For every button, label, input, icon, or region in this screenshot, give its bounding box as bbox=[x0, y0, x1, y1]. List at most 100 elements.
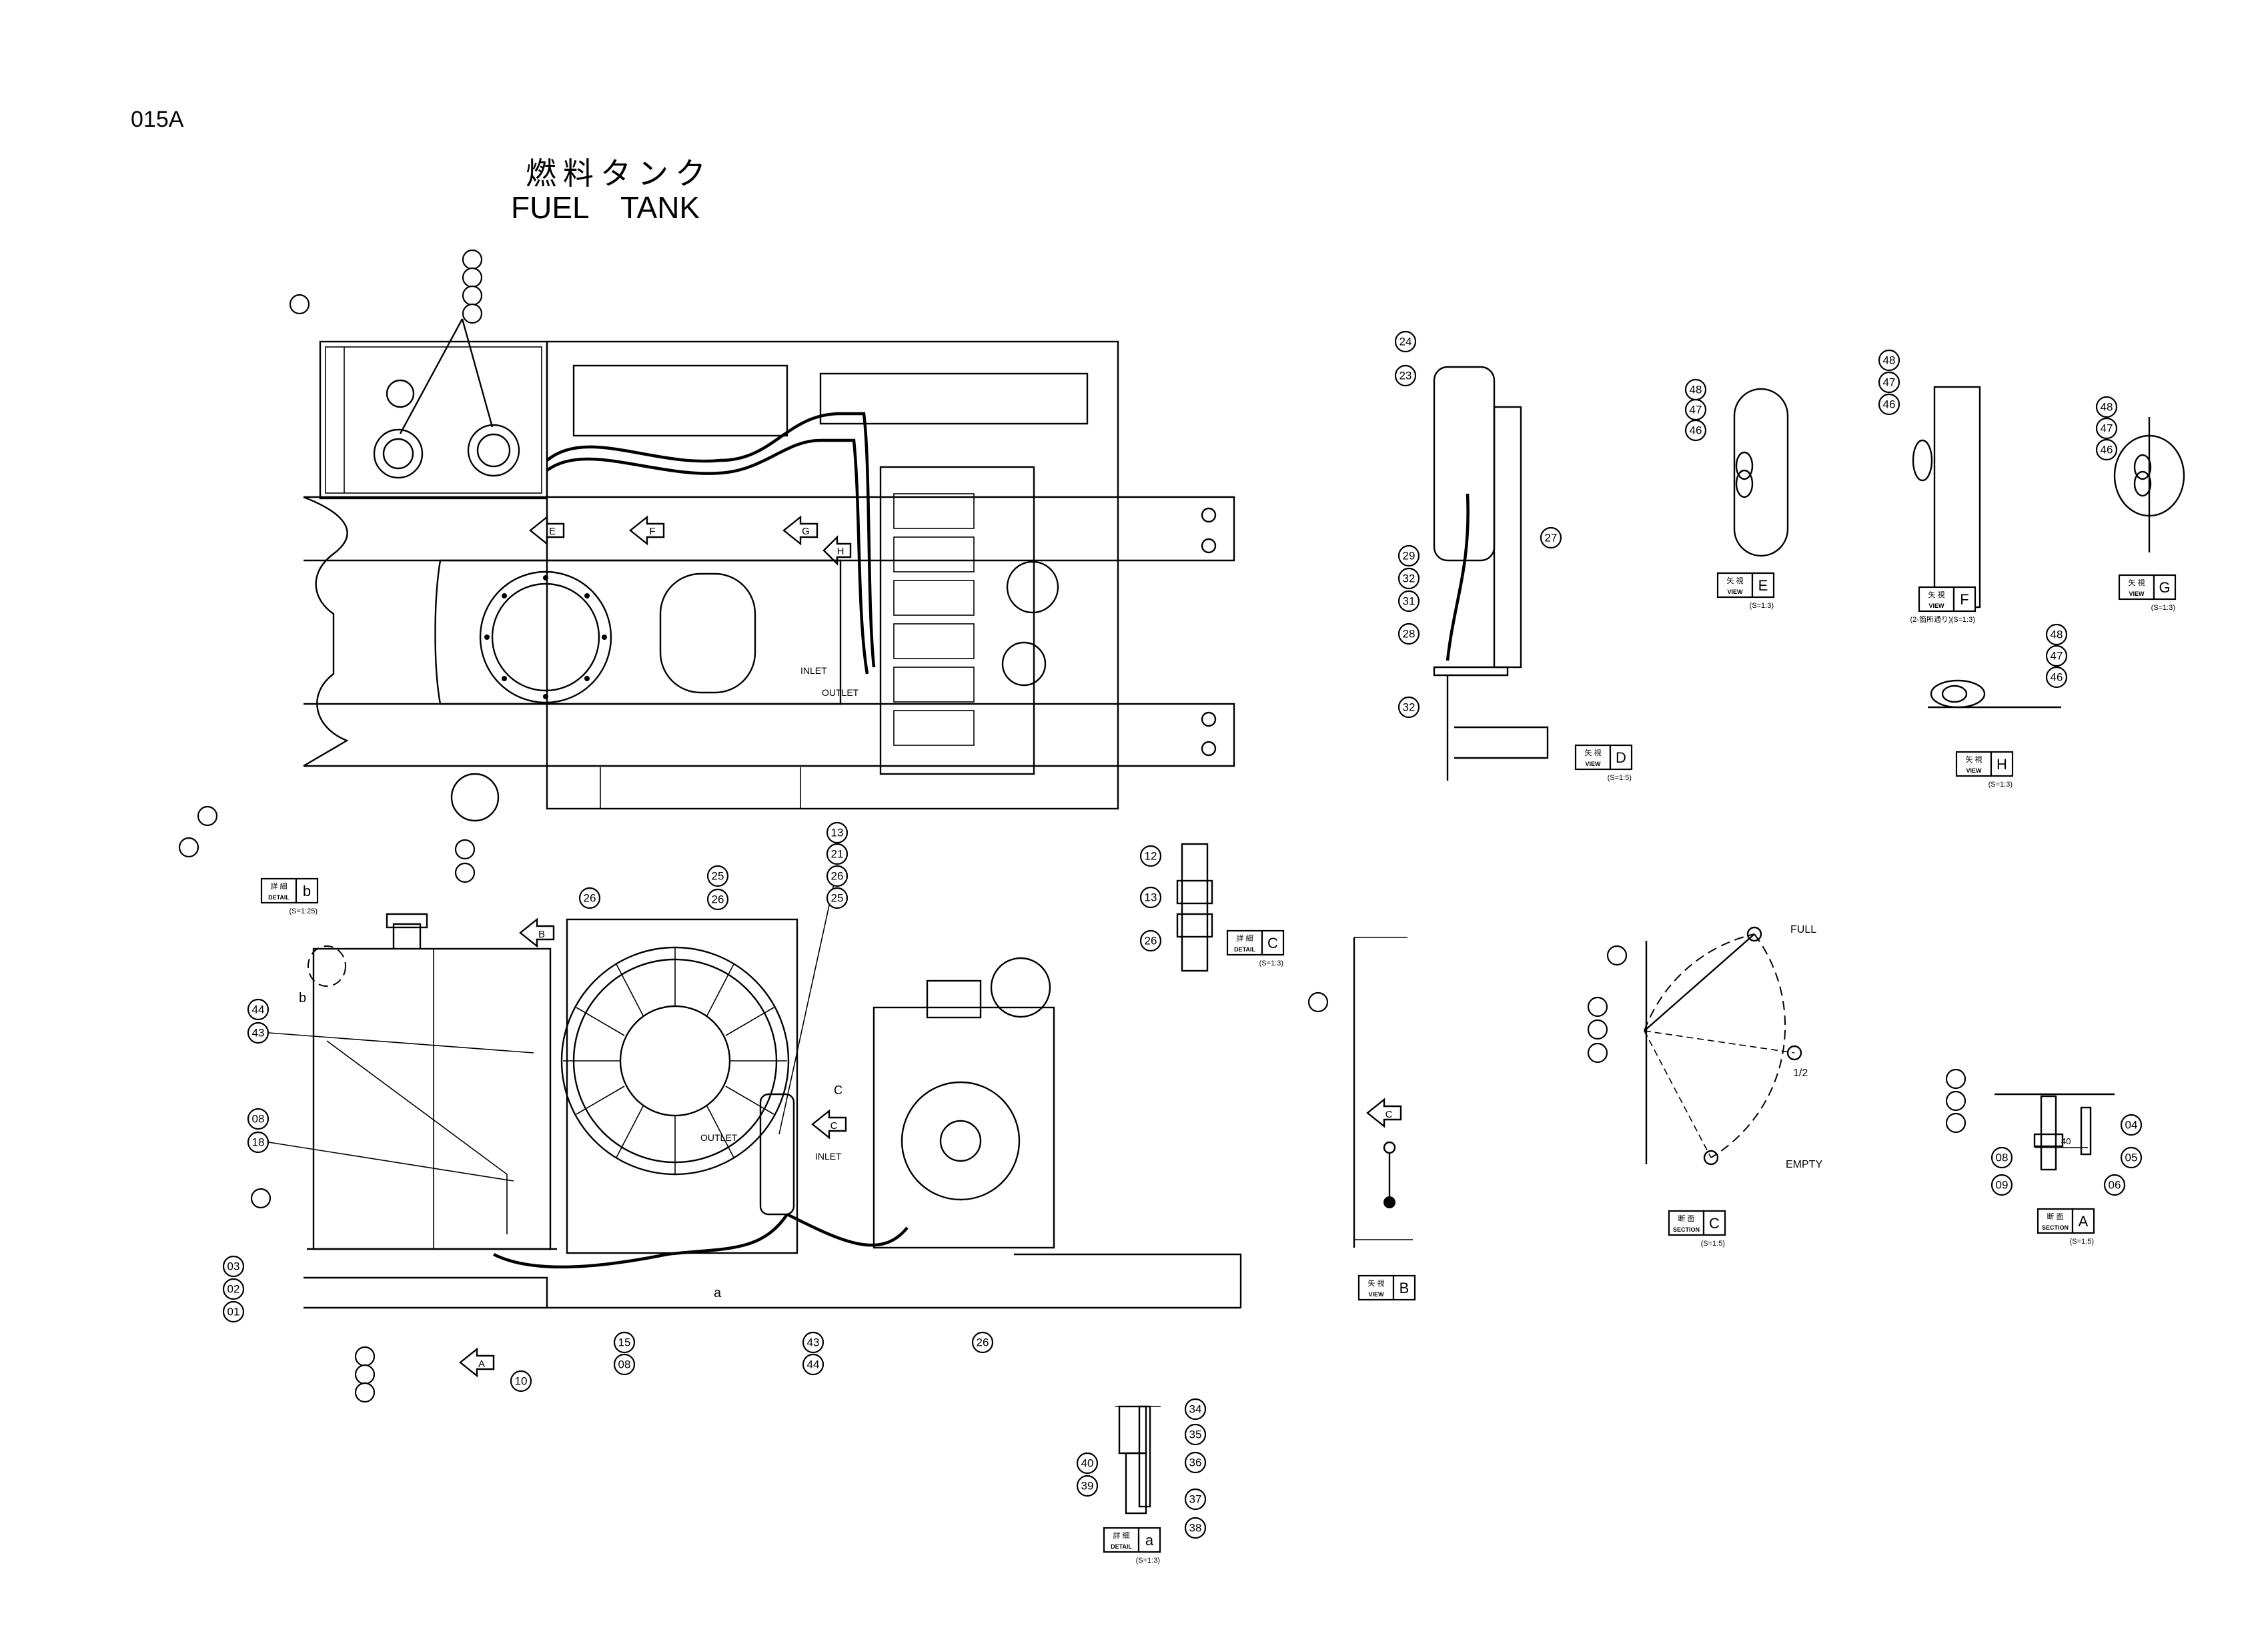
view-arrow-b: B bbox=[519, 917, 555, 948]
side-elevation-view: b OUTLET INLET A B bbox=[268, 868, 1242, 1378]
part-balloon: 05 bbox=[2120, 1146, 2143, 1169]
tag-jp-text: 断 面 bbox=[1678, 1214, 1694, 1223]
tank-port-1 bbox=[373, 428, 424, 479]
part-balloon: 44 bbox=[802, 1353, 824, 1376]
fuel-hose-side bbox=[492, 1213, 788, 1269]
svg-text:21: 21 bbox=[831, 848, 844, 861]
view-arrow-c-side: C bbox=[811, 1109, 847, 1140]
part-balloon: 06 bbox=[2103, 1174, 2126, 1196]
detail-c-fitting bbox=[1176, 843, 1213, 972]
svg-text:37: 37 bbox=[1189, 1493, 1202, 1506]
svg-text:13: 13 bbox=[1145, 891, 1157, 904]
svg-text:05: 05 bbox=[2125, 1152, 2138, 1164]
part-balloon: 08 bbox=[247, 1108, 269, 1130]
drawing-title-english: FUEL TANK bbox=[511, 190, 700, 225]
svg-text:F: F bbox=[649, 526, 655, 537]
svg-text:B: B bbox=[538, 929, 545, 940]
tag-letter-text: E bbox=[1758, 577, 1768, 594]
part-balloon: 48 bbox=[2095, 396, 2118, 418]
svg-text:H: H bbox=[837, 546, 844, 557]
svg-text:26: 26 bbox=[831, 870, 844, 883]
part-balloon: 40 bbox=[1076, 1452, 1099, 1475]
tag-letter-text: b bbox=[303, 883, 311, 899]
float-arc bbox=[1644, 933, 1755, 1032]
balloons-view-h: 48 47 46 bbox=[2045, 623, 2068, 689]
part-balloon: 02 bbox=[222, 1278, 245, 1300]
part-balloon: 26 bbox=[1139, 929, 1162, 952]
part-balloon: 25 bbox=[706, 865, 729, 887]
outlet-label-side: OUTLET bbox=[700, 1132, 738, 1143]
tag-type-text: VIEW bbox=[1966, 767, 1982, 774]
tag-scale-text: (S=1:25) bbox=[290, 907, 318, 915]
tank-filler-neck bbox=[392, 923, 422, 949]
view-g-clamp bbox=[2113, 417, 2185, 552]
gauge-half-label: 1/2 bbox=[1793, 1068, 1808, 1079]
tank-internal-baffle bbox=[326, 1040, 508, 1234]
upper-structure-outline bbox=[546, 340, 1119, 810]
view-f-clamp bbox=[1912, 386, 1981, 608]
view-h-clamp bbox=[1928, 679, 2061, 709]
tag-letter-text: a bbox=[1145, 1532, 1154, 1549]
turbocharger-plan bbox=[1006, 560, 1059, 614]
float-full bbox=[1746, 926, 1762, 942]
tag-jp-text: 矢 視 bbox=[1726, 576, 1743, 585]
section-c-gauge: FULL 1/2 EMPTY bbox=[1644, 924, 1822, 1170]
balloons-side-misc: 26 25 26 13 21 26 25 10 15 08 43 44 26 bbox=[510, 821, 994, 1392]
part-balloon: 48 bbox=[1684, 378, 1707, 401]
tank-port-2 bbox=[467, 424, 520, 477]
engine-plan bbox=[879, 466, 1035, 775]
svg-text:02: 02 bbox=[227, 1283, 240, 1296]
top-view-balloons bbox=[289, 249, 483, 324]
svg-text:34: 34 bbox=[1189, 1403, 1202, 1416]
cooling-module-plan bbox=[572, 364, 788, 437]
part-balloon: 48 bbox=[2045, 623, 2068, 646]
part-balloon: 13 bbox=[1139, 886, 1162, 909]
hose-fitting bbox=[1181, 843, 1209, 972]
tag-scale-text: (S=1:5) bbox=[2070, 1238, 2094, 1246]
tag-scale-text: (S=1:5) bbox=[1608, 774, 1632, 782]
drawing-title-japanese: 燃料タンク bbox=[526, 155, 712, 191]
drain-hose bbox=[1446, 493, 1470, 661]
part-balloon: 31 bbox=[1397, 590, 1420, 612]
tag-letter-text: A bbox=[2079, 1213, 2089, 1230]
fan-hub bbox=[619, 1005, 731, 1117]
svg-text:35: 35 bbox=[1189, 1428, 1202, 1441]
tag-letter-text: C bbox=[1709, 1215, 1720, 1232]
part-balloon: 04 bbox=[2120, 1114, 2143, 1136]
tag-jp-text: 詳 細 bbox=[1236, 933, 1253, 943]
radiator-frame bbox=[566, 918, 798, 1254]
svg-text:08: 08 bbox=[252, 1113, 265, 1126]
balloons-view-f: 48 47 46 bbox=[1878, 349, 1900, 416]
svg-text:46: 46 bbox=[1883, 398, 1896, 411]
fuel-hose-plan bbox=[546, 412, 876, 668]
top-plan-view: INLET OUTLET E F G H bbox=[303, 318, 1235, 822]
dimension-40: 40 bbox=[2061, 1136, 2071, 1146]
svg-text:43: 43 bbox=[807, 1336, 820, 1349]
svg-text:08: 08 bbox=[618, 1358, 631, 1371]
tag-scale-text: (2-箇所通り)(S=1:3) bbox=[1910, 615, 1976, 624]
part-balloon: 10 bbox=[510, 1370, 532, 1392]
svg-text:10: 10 bbox=[515, 1375, 528, 1388]
svg-text:48: 48 bbox=[1690, 384, 1702, 396]
part-balloon: 32 bbox=[1397, 567, 1420, 590]
tag-jp-text: 詳 細 bbox=[1113, 1531, 1129, 1540]
view-e-clamp bbox=[1733, 388, 1789, 557]
detail-b-callout-circle bbox=[308, 945, 346, 987]
part-balloon: 21 bbox=[826, 843, 848, 865]
tag-type-text: VIEW bbox=[2129, 590, 2145, 597]
svg-text:31: 31 bbox=[1403, 595, 1415, 608]
svg-text:38: 38 bbox=[1189, 1522, 1202, 1535]
svg-text:24: 24 bbox=[1399, 336, 1412, 348]
flywheel bbox=[901, 1081, 1021, 1201]
tag-jp-text: 矢 視 bbox=[1928, 590, 1944, 599]
svg-text:47: 47 bbox=[2101, 422, 2113, 435]
part-balloon: 43 bbox=[247, 1022, 269, 1044]
